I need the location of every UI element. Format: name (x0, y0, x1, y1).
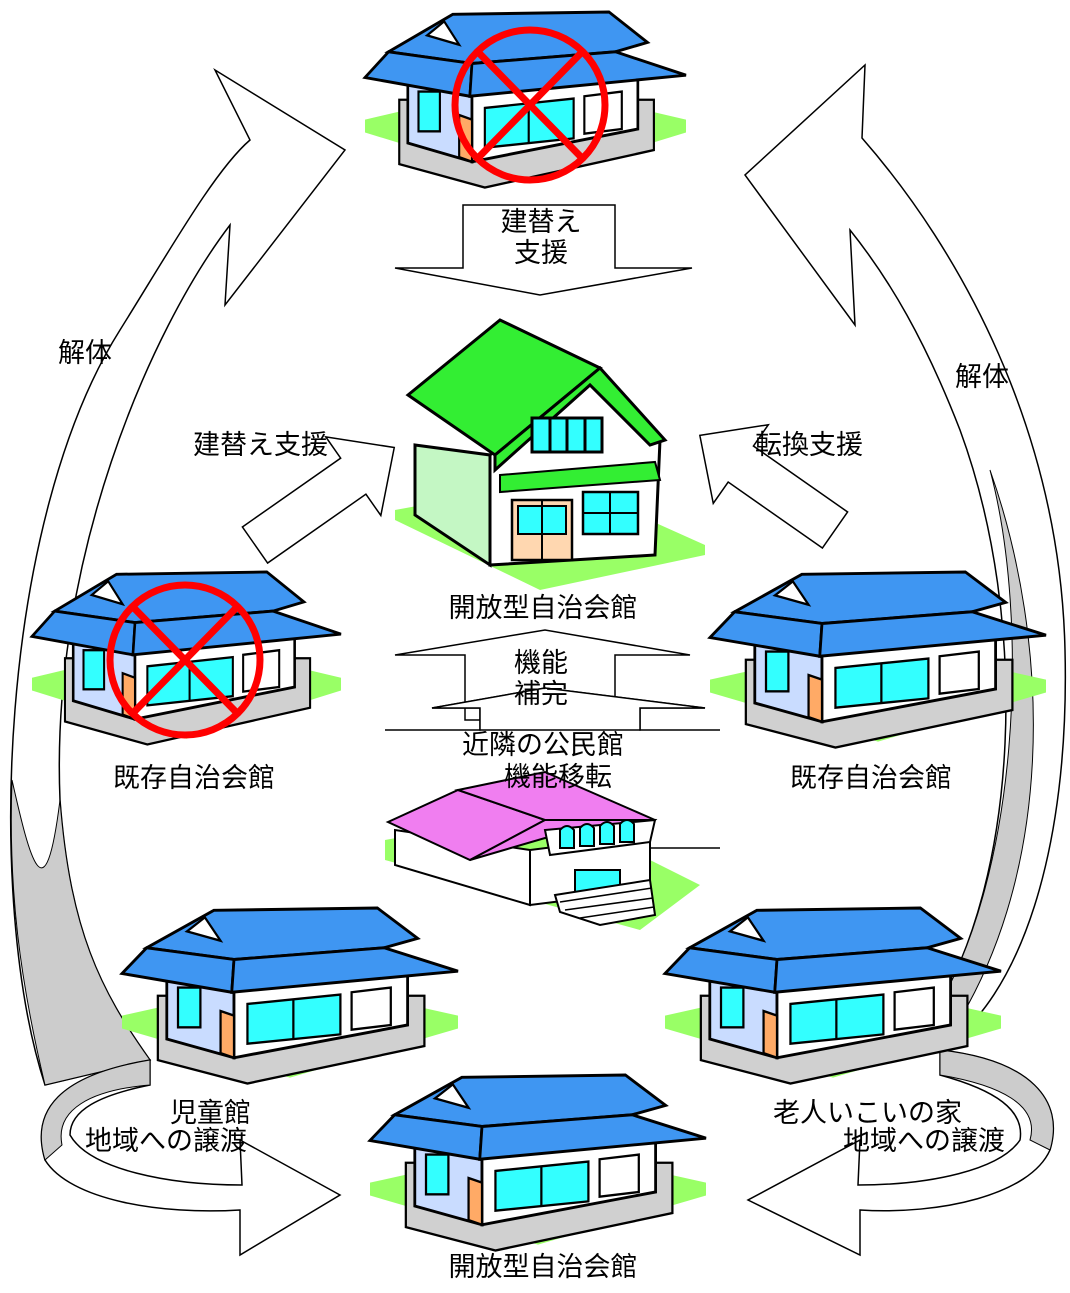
neighbor-public-hall-label: 近隣の公民館 (462, 730, 624, 761)
diagonal-arrow-right (698, 423, 849, 550)
elderly-house-label: 老人いこいの家 (773, 1098, 962, 1129)
open-hall-bottom-label: 開放型自治会館 (448, 1252, 638, 1283)
down-arrow-rebuild (394, 204, 693, 296)
rebuild-support-top-line2: 支援 (514, 238, 568, 270)
demolish-cross-icon-left (106, 581, 264, 739)
transfer-left-label: 地域への譲渡 (85, 1126, 247, 1157)
rebuild-support-top-line1: 建替え (500, 207, 582, 238)
open-hall-bottom-illustration (368, 1073, 708, 1252)
bottom-left-ring-shade (40, 1059, 151, 1161)
existing-hall-left-label: 既存自治会館 (113, 763, 275, 794)
left-circulation-shade (10, 779, 151, 1086)
function-complement-label: 機能 補完 (514, 648, 568, 710)
right-circulation-shade (929, 469, 1034, 1052)
neighbor-public-hall-illustration (385, 770, 700, 930)
demolish-left-label: 解体 (58, 338, 112, 369)
open-hall-center-label: 開放型自治会館 (448, 593, 638, 624)
diagonal-arrow-left (241, 435, 396, 565)
demolish-right-label: 解体 (955, 362, 1009, 393)
existing-hall-right-label: 既存自治会館 (790, 763, 952, 794)
rebuild-support-top-label: 建替え 支援 (501, 207, 582, 269)
right-existing-hall-illustration (708, 570, 1048, 749)
function-complement-line2: 補完 (514, 679, 568, 711)
children-center-illustration (120, 906, 460, 1085)
conversion-support-label: 転換支援 (755, 430, 863, 461)
bottom-right-ring-shade (939, 1049, 1054, 1151)
function-transfer-label: 機能移転 (504, 762, 612, 793)
rebuild-support-left-label: 建替え支援 (193, 430, 328, 461)
open-hall-center-illustration (395, 318, 705, 590)
transfer-right-label: 地域への譲渡 (843, 1126, 1005, 1157)
demolish-cross-icon-top (451, 26, 609, 184)
function-complement-line1: 機能 (514, 648, 568, 679)
right-circulation-arrow (743, 63, 1067, 1052)
children-center-label: 児童館 (170, 1098, 251, 1129)
transfer-arrow-fill (431, 687, 706, 731)
